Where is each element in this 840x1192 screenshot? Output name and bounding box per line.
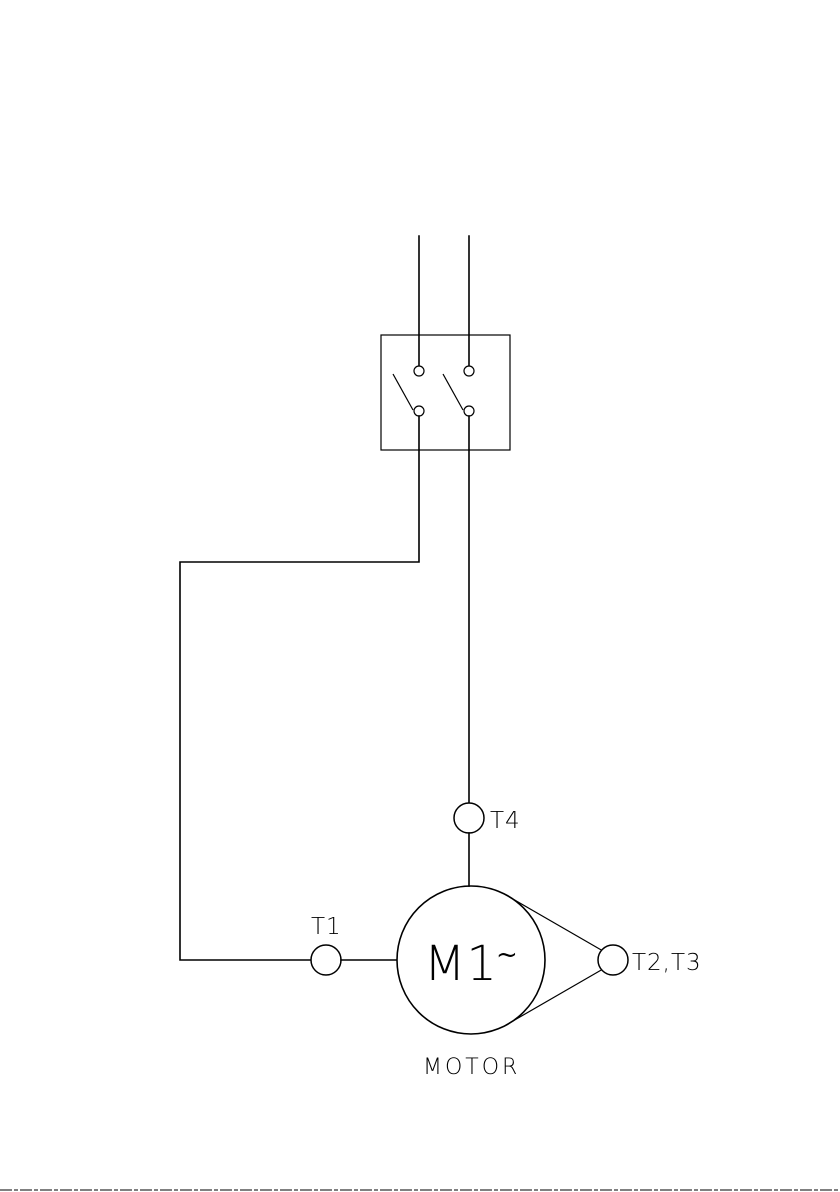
switch-enclosure bbox=[381, 335, 510, 450]
terminal-t2-t3 bbox=[598, 945, 628, 975]
switch-pole-2-blade bbox=[443, 374, 463, 410]
switch-pole-2 bbox=[443, 366, 474, 416]
motor-ac-symbol: ~ bbox=[496, 940, 518, 970]
motor-caption: MOTOR bbox=[423, 1055, 520, 1080]
switch-pole-1-bottom-contact bbox=[414, 406, 424, 416]
switch-pole-2-bottom-contact bbox=[464, 406, 474, 416]
switch-pole-1-top-contact bbox=[414, 366, 424, 376]
terminal-t1 bbox=[311, 945, 341, 975]
terminal-t2-t3-label: T2,T3 bbox=[632, 950, 702, 976]
terminal-t1-label: T1 bbox=[311, 914, 342, 940]
motor-tangent-lower bbox=[506, 969, 603, 1025]
switch-pole-2-top-contact bbox=[464, 366, 474, 376]
motor-tangent-upper bbox=[506, 895, 603, 951]
switch-pole-1 bbox=[393, 366, 424, 416]
motor-designation: M1 bbox=[424, 936, 498, 992]
switch-pole-1-blade bbox=[393, 374, 413, 410]
terminal-t4 bbox=[454, 803, 484, 833]
wire-to-t1 bbox=[180, 416, 419, 960]
terminal-t4-label: T4 bbox=[490, 808, 521, 834]
